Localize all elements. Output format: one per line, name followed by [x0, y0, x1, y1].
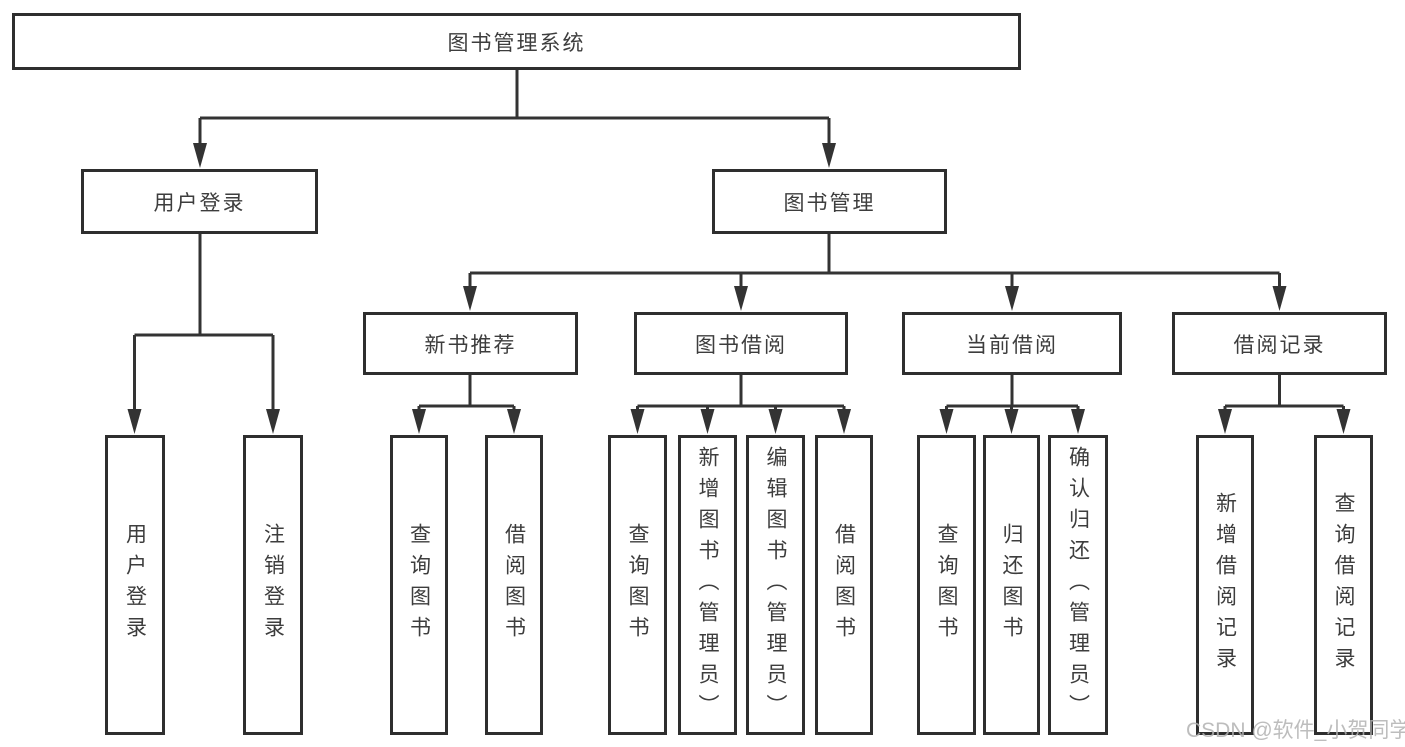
leaf-recommend-query-books: 查询图书 [390, 435, 448, 735]
node-label: 查询图书 [935, 523, 958, 647]
node-label: 查询借阅记录 [1332, 492, 1355, 678]
node-new-book-recommendation: 新书推荐 [363, 312, 578, 375]
node-root: 图书管理系统 [12, 13, 1021, 70]
leaf-current-query-books: 查询图书 [917, 435, 976, 735]
arrowheads [127, 143, 1351, 434]
node-borrowing-records: 借阅记录 [1172, 312, 1387, 375]
connector-segments [133, 70, 1345, 413]
node-label: 注销登录 [261, 523, 285, 647]
leaf-records-add-record: 新增借阅记录 [1196, 435, 1254, 735]
node-label: 用户登录 [153, 191, 246, 215]
node-label: 借阅记录 [1233, 333, 1326, 357]
leaf-recommend-borrow-books: 借阅图书 [485, 435, 543, 735]
leaf-current-return-books: 归还图书 [983, 435, 1040, 735]
leaf-borrow-add-books-admin: 新增图书（管理员） [678, 435, 737, 735]
watermark-text: CSDN @软件_小贺同学 [1186, 719, 1405, 742]
leaf-current-confirm-return-admin: 确认归还（管理员） [1048, 435, 1108, 735]
node-label: 借阅图书 [832, 523, 856, 647]
node-label: 新书推荐 [424, 333, 517, 357]
node-label: 新增借阅记录 [1213, 492, 1237, 678]
leaf-user-login: 用户登录 [105, 435, 165, 735]
node-user-login: 用户登录 [81, 169, 318, 234]
node-label: 查询图书 [626, 523, 649, 647]
node-label: 新增图书（管理员） [696, 445, 719, 725]
node-label: 图书管理 [783, 191, 876, 215]
node-label: 借阅图书 [502, 523, 526, 647]
node-label: 确认归还（管理员） [1066, 445, 1090, 725]
node-label: 当前借阅 [966, 333, 1058, 357]
leaf-borrow-edit-books-admin: 编辑图书（管理员） [746, 435, 805, 735]
node-label: 图书借阅 [695, 333, 787, 357]
node-label: 图书管理系统 [447, 31, 586, 55]
leaf-borrow-query-books: 查询图书 [608, 435, 667, 735]
node-current-borrowing: 当前借阅 [902, 312, 1122, 375]
leaf-logout-login: 注销登录 [243, 435, 303, 735]
node-label: 用户登录 [123, 523, 147, 647]
node-label: 归还图书 [1000, 523, 1023, 647]
node-book-borrowing: 图书借阅 [634, 312, 848, 375]
node-book-management: 图书管理 [712, 169, 947, 234]
leaf-records-query-record: 查询借阅记录 [1314, 435, 1373, 735]
node-label: 编辑图书（管理员） [764, 445, 787, 725]
node-label: 查询图书 [407, 523, 431, 647]
leaf-borrow-borrow-books: 借阅图书 [815, 435, 873, 735]
